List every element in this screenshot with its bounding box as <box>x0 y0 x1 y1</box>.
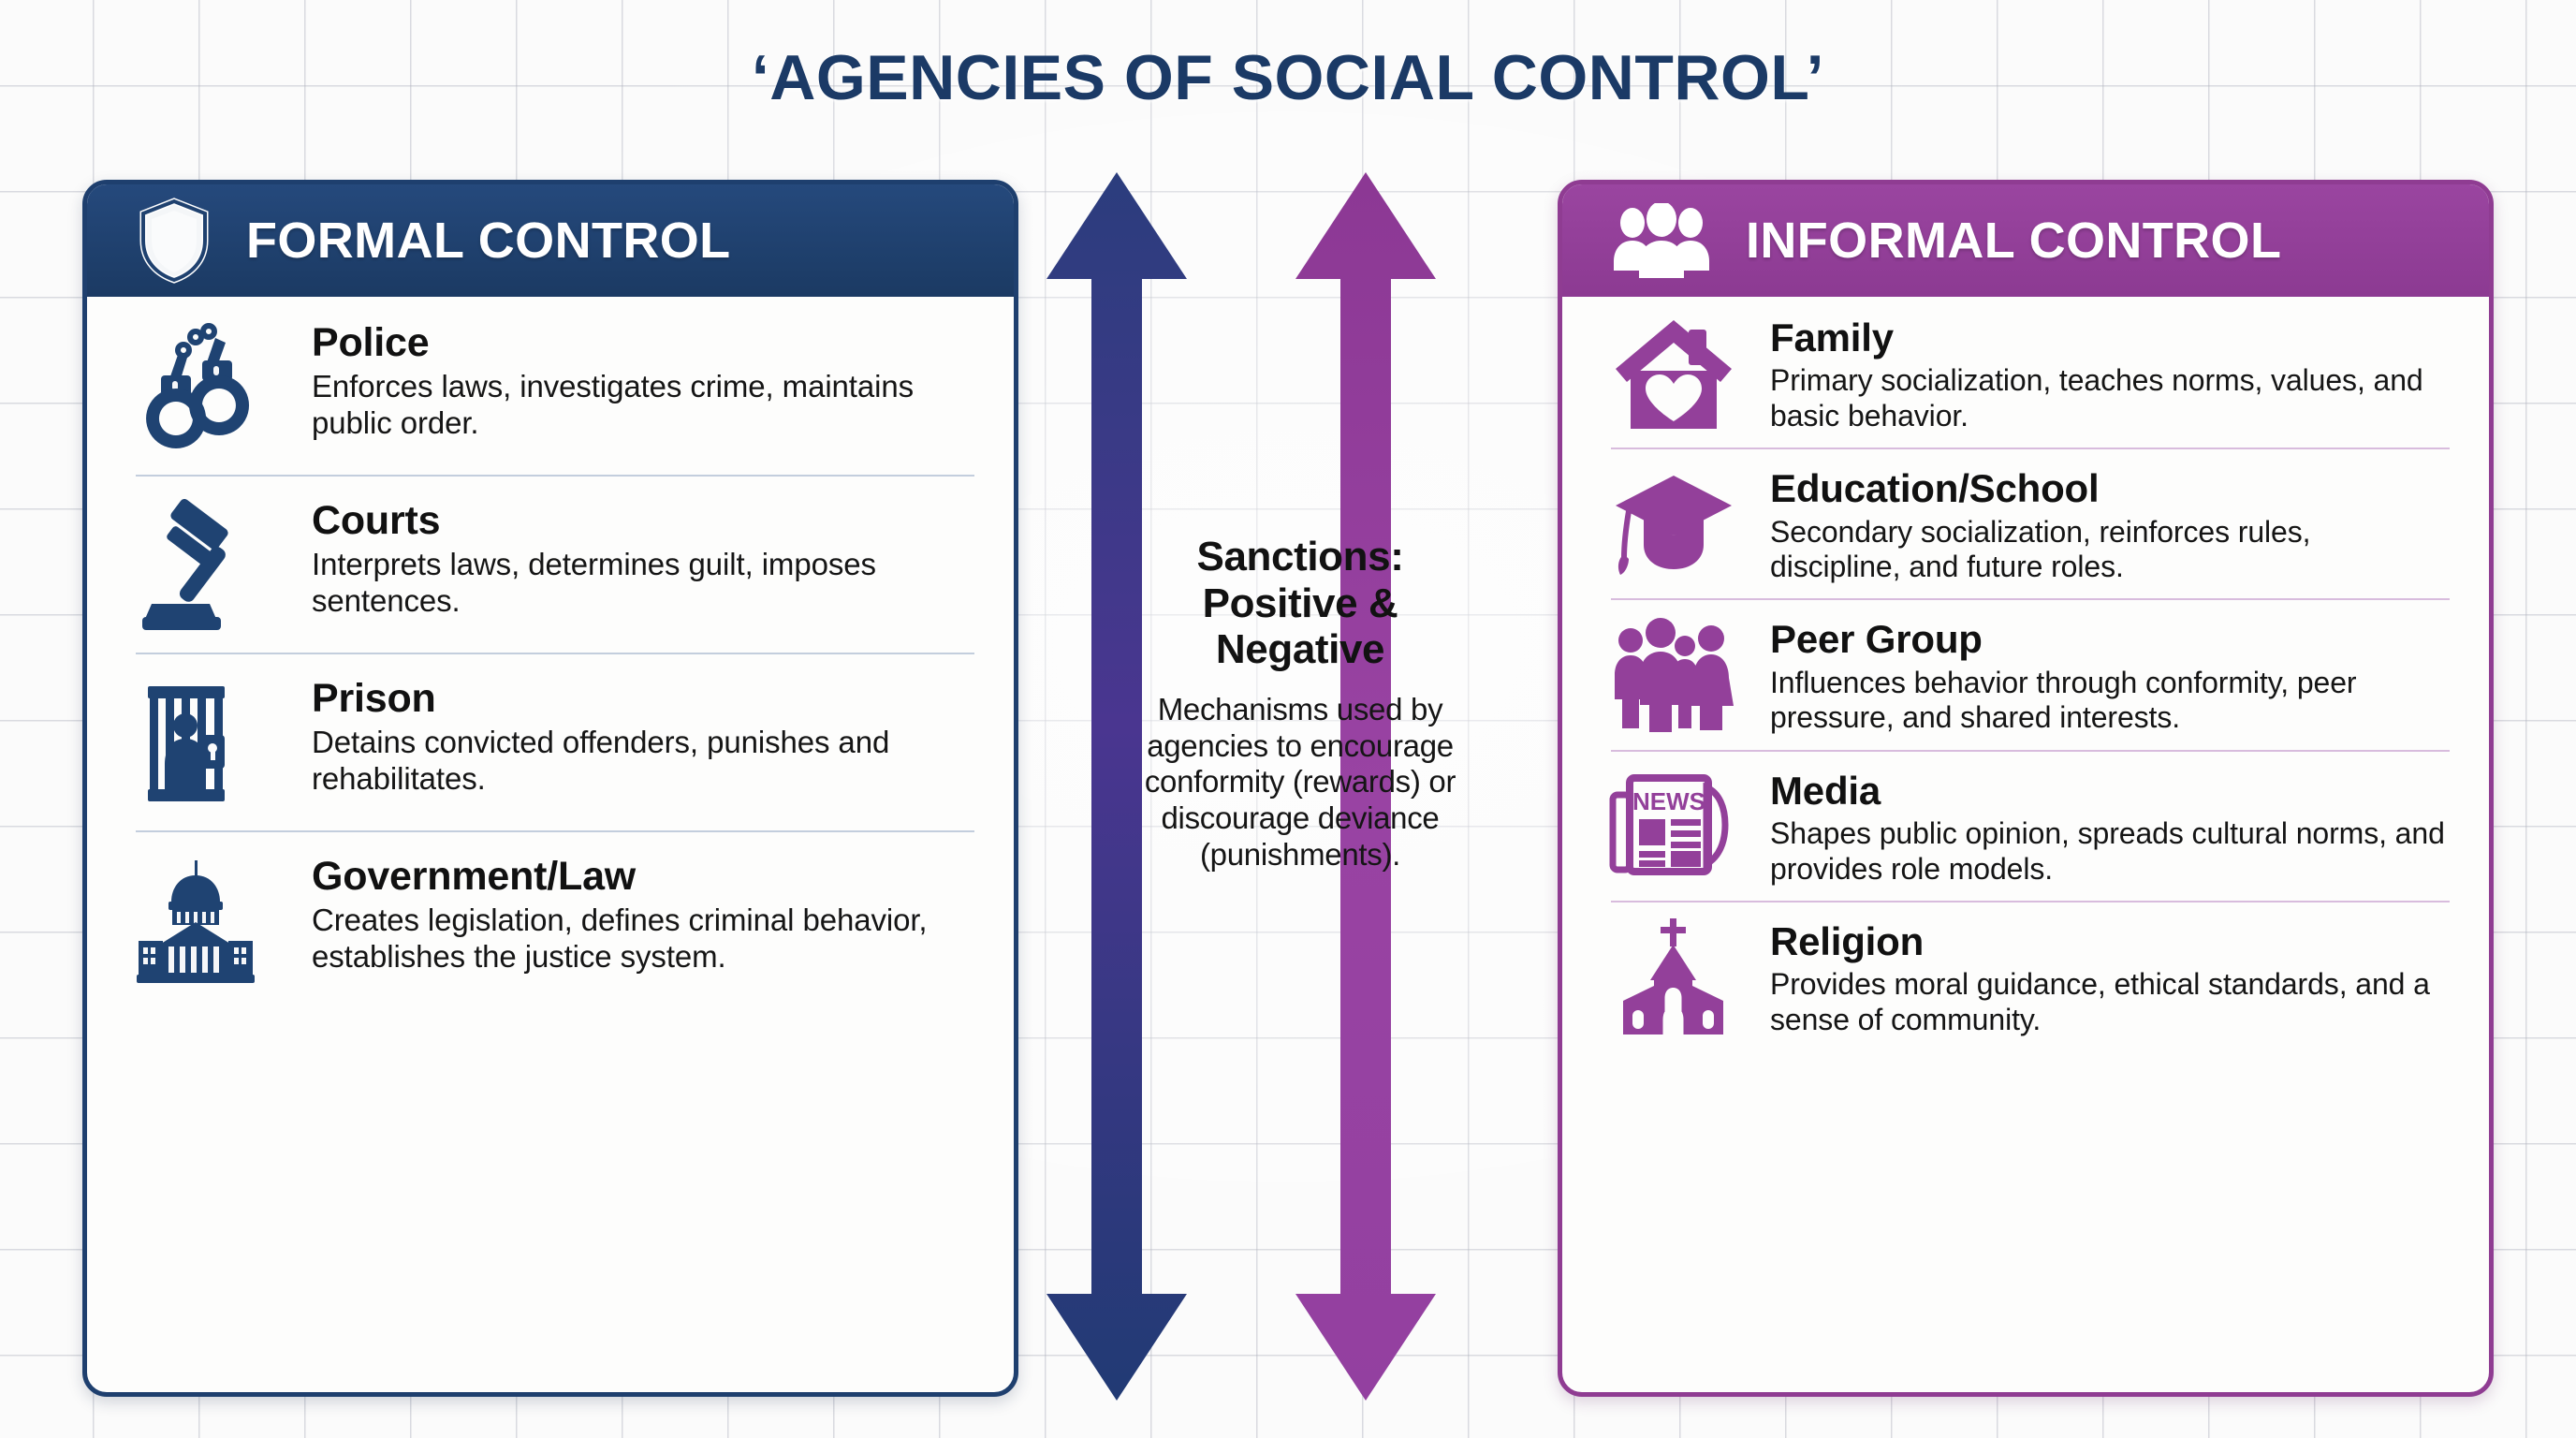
item-title: Government/Law <box>312 854 637 899</box>
sanctions-heading: Sanctions: Positive & Negative <box>1196 534 1404 673</box>
item-title: Media <box>1770 768 1881 813</box>
informal-control-panel: INFORMAL CONTROL <box>1558 180 2494 1397</box>
formal-control-header: FORMAL CONTROL <box>87 184 1014 297</box>
sanctions-text-block: Sanctions: Positive & Negative Mechanism… <box>1118 534 1483 873</box>
list-item: Police Enforces laws, investigates crime… <box>119 297 982 475</box>
sanctions-center-column: Sanctions: Positive & Negative Mechanism… <box>1033 169 1558 1404</box>
list-item: Religion Provides moral guidance, ethica… <box>1594 900 2457 1051</box>
informal-control-title: INFORMAL CONTROL <box>1746 213 2282 269</box>
item-description: Creates legislation, defines criminal be… <box>312 902 928 975</box>
item-description: Detains convicted offenders, punishes an… <box>312 725 890 797</box>
item-title: Courts <box>312 498 441 543</box>
list-item: Prison Detains convicted offenders, puni… <box>119 653 982 830</box>
item-description: Shapes public opinion, spreads cultural … <box>1770 816 2445 886</box>
church-icon <box>1603 917 1744 1036</box>
capitol-building-icon <box>128 851 285 990</box>
page-title: ‘AGENCIES OF SOCIAL CONTROL’ <box>751 42 1825 113</box>
formal-items-list: Police Enforces laws, investigates crime… <box>87 297 1014 1008</box>
shield-icon <box>138 198 211 284</box>
newspaper-masthead-label: NEWS <box>1632 787 1705 815</box>
list-item: Education/School Secondary socialization… <box>1594 448 2457 598</box>
list-item: NEWS Media Shapes pu <box>1594 749 2457 901</box>
informal-items-list: Family Primary socialization, teaches no… <box>1562 297 2489 1051</box>
item-title: Religion <box>1770 918 1925 963</box>
formal-control-title: FORMAL CONTROL <box>246 213 731 269</box>
item-title: Police <box>312 320 430 365</box>
prison-bars-icon <box>128 673 285 812</box>
formal-control-panel: FORMAL CONTROL <box>82 180 1018 1397</box>
handcuffs-icon <box>128 317 285 456</box>
list-item: Family Primary socialization, teaches no… <box>1594 297 2457 448</box>
item-title: Education/School <box>1770 466 2100 511</box>
item-title: Family <box>1770 315 1894 360</box>
informal-control-header: INFORMAL CONTROL <box>1562 184 2489 297</box>
item-title: Prison <box>312 676 436 721</box>
list-item: Peer Group Influences behavior through c… <box>1594 598 2457 749</box>
people-group-icon <box>1613 203 1710 278</box>
item-description: Enforces laws, investigates crime, maint… <box>312 369 915 441</box>
item-description: Primary socialization, teaches norms, va… <box>1770 363 2423 433</box>
house-heart-icon <box>1603 313 1744 433</box>
item-description: Provides moral guidance, ethical standar… <box>1770 967 2430 1036</box>
double-headed-arrow-icon <box>1046 172 1187 1401</box>
item-description: Influences behavior through conformity, … <box>1770 665 2357 735</box>
graduation-cap-icon <box>1603 463 1744 583</box>
newspaper-icon: NEWS <box>1603 766 1744 886</box>
list-item: Government/Law Creates legislation, defi… <box>119 830 982 1008</box>
sanctions-description: Mechanisms used by agencies to encourage… <box>1144 692 1456 872</box>
item-title: Peer Group <box>1770 617 1983 662</box>
gavel-icon <box>128 495 285 634</box>
list-item: Courts Interprets laws, determines guilt… <box>119 475 982 653</box>
double-headed-arrow-icon <box>1295 172 1436 1401</box>
item-description: Interprets laws, determines guilt, impos… <box>312 547 876 619</box>
item-description: Secondary socialization, reinforces rule… <box>1770 514 2311 584</box>
peer-group-icon <box>1603 614 1744 734</box>
